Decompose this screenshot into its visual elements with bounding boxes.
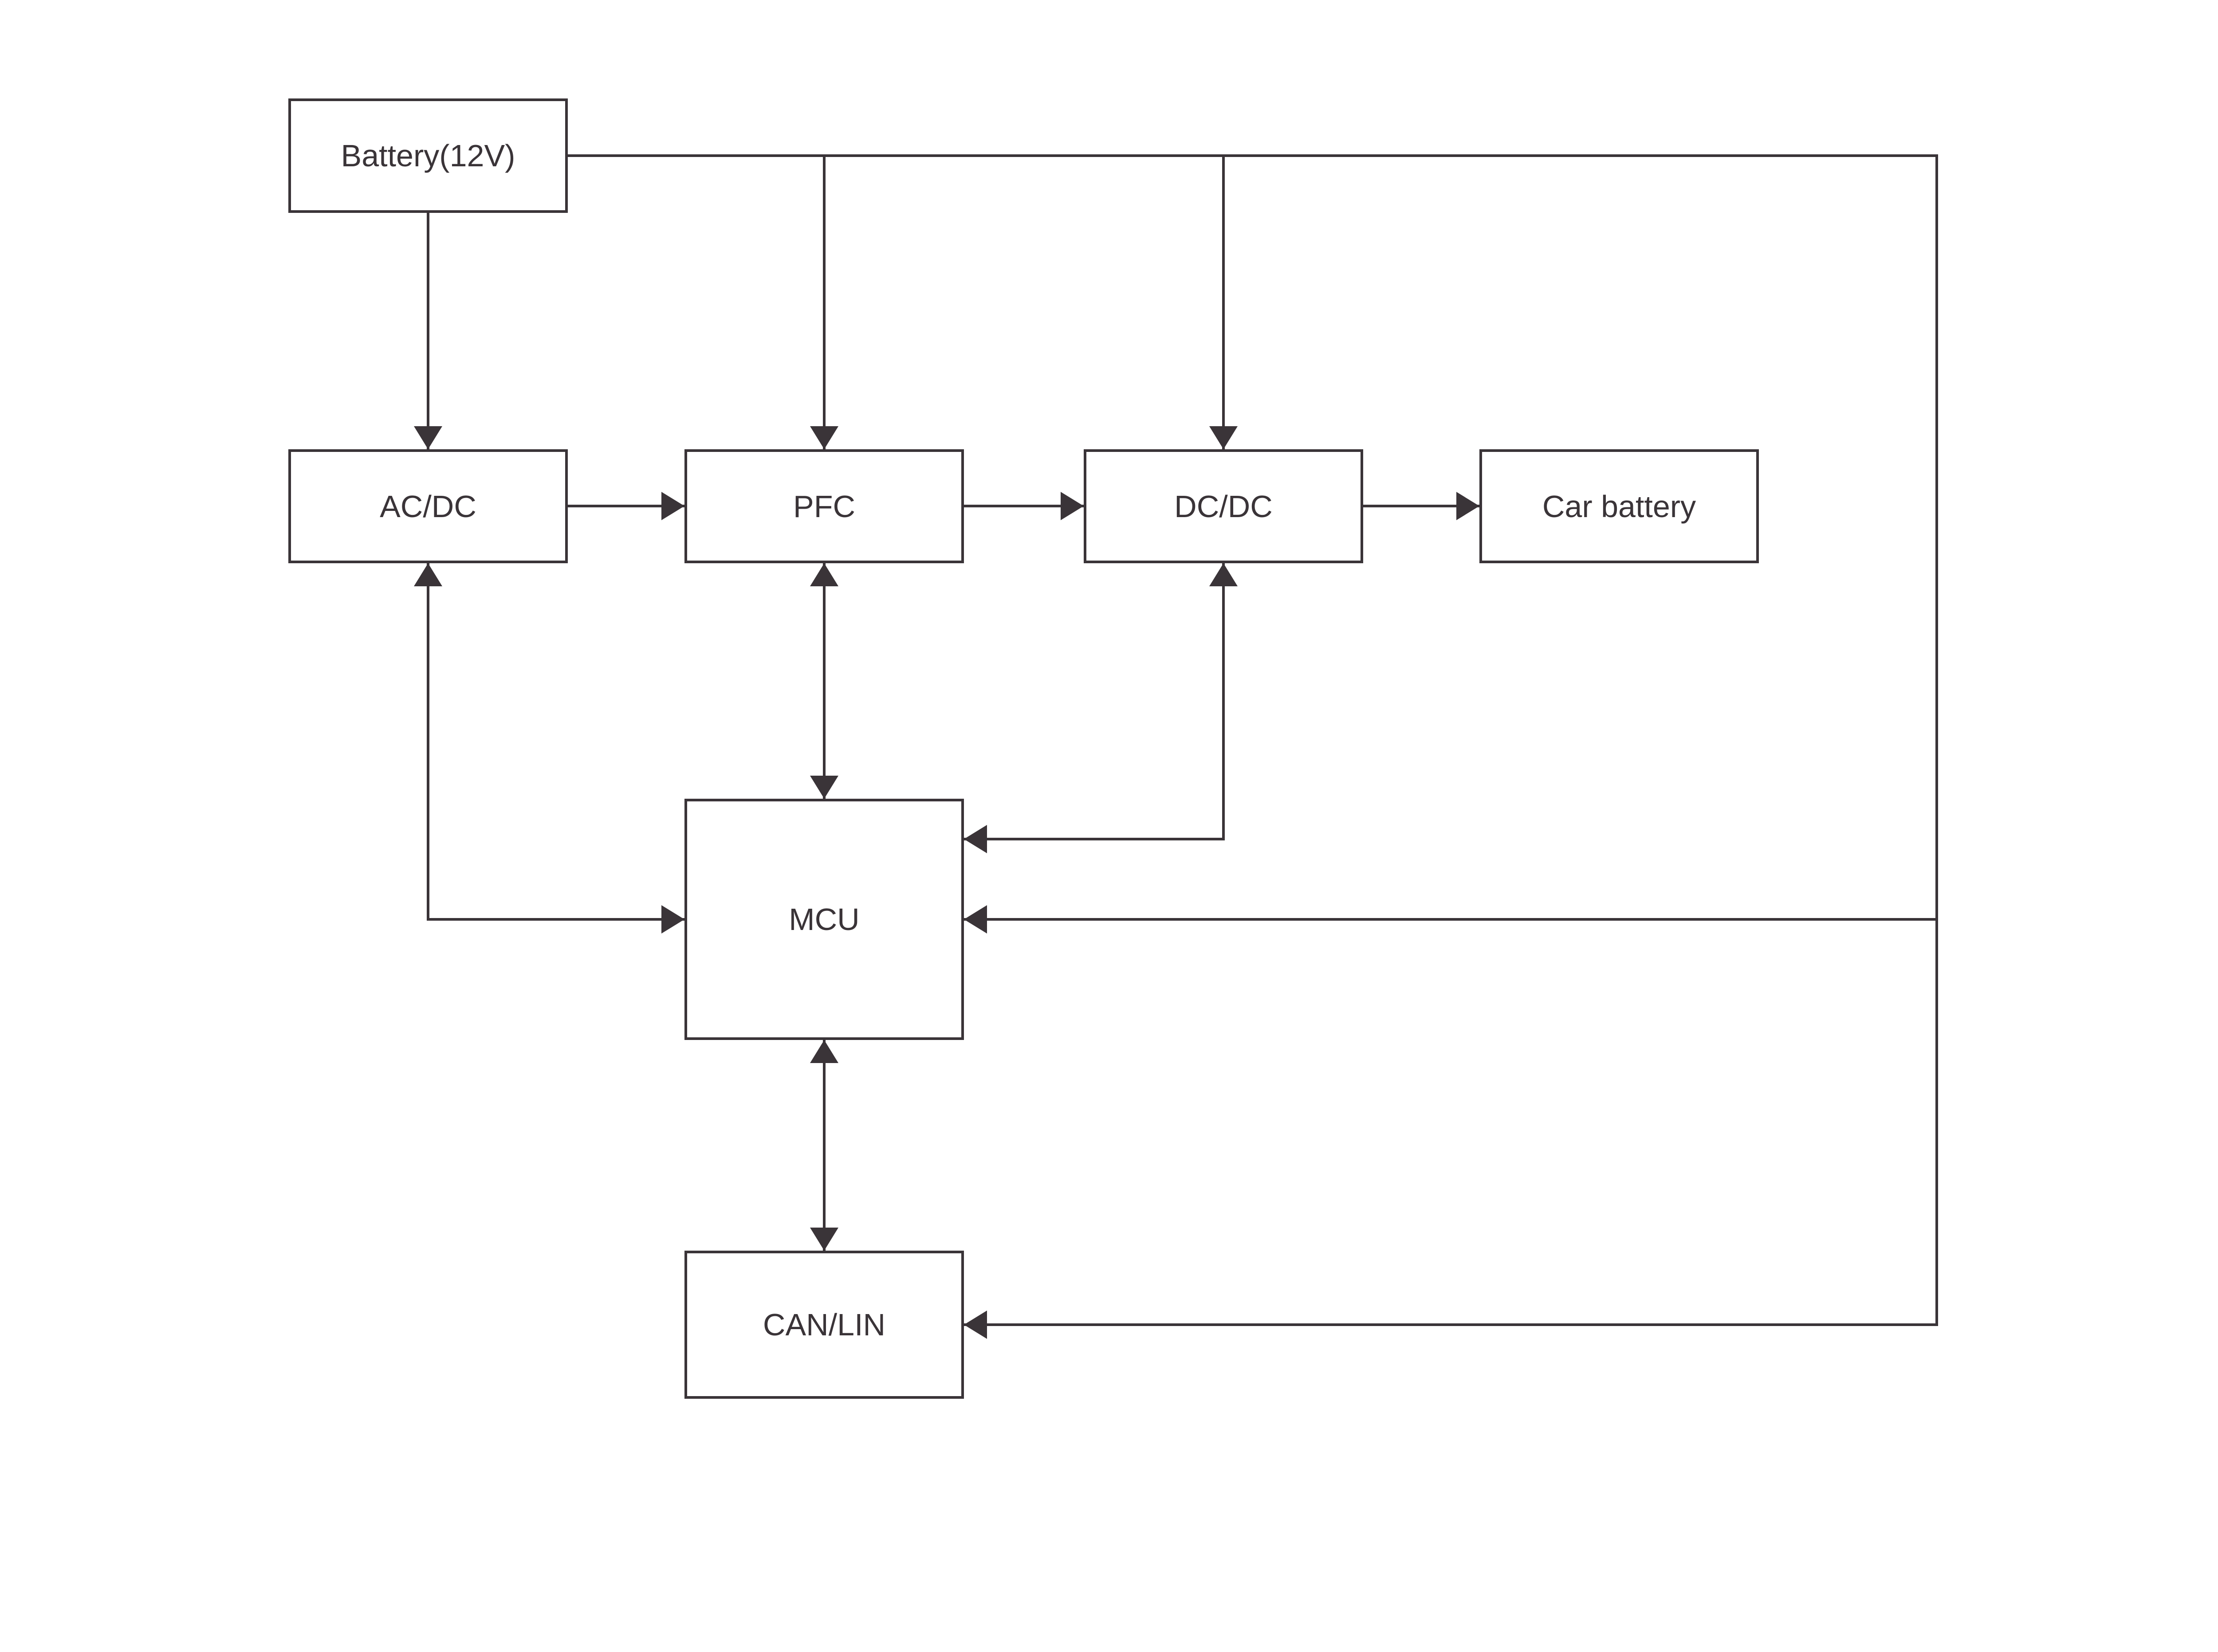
arrowhead-into-mcu-top [810,776,838,799]
connector-battery-to-acdc [427,213,429,449]
arrowhead-into-pfc-top [810,426,838,449]
connector-dcdc-mcu-horizontal [964,838,1225,840]
node-dcdc-label: DC/DC [1174,489,1273,524]
arrowhead-into-canlin-top [810,1228,838,1251]
arrowhead-into-car-battery-left [1456,492,1479,520]
node-car-battery-label: Car battery [1542,489,1696,524]
connector-pfc-to-dcdc [964,505,1084,507]
arrowhead-into-dcdc-left [1061,492,1084,520]
connector-acdc-to-pfc [568,505,684,507]
arrowhead-into-pfc-bottom [810,563,838,586]
arrowhead-into-mcu-bottom [810,1040,838,1063]
node-acdc-label: AC/DC [380,489,476,524]
node-battery: Battery(12V) [288,98,568,213]
node-pfc: PFC [684,449,964,563]
node-mcu: MCU [684,799,964,1040]
connector-dcdc-to-car-battery [1363,505,1479,507]
connector-battery-to-pfc-drop [823,154,826,449]
node-car-battery: Car battery [1479,449,1759,563]
arrowhead-into-acdc-top [414,426,442,449]
connector-mcu-canlin [823,1040,826,1251]
connector-feedback-to-mcu [964,918,1935,921]
node-dcdc: DC/DC [1084,449,1363,563]
node-battery-label: Battery(12V) [341,138,515,173]
connector-dcdc-mcu-vertical [1222,563,1225,840]
connector-battery-feedback-top [568,154,1938,157]
arrowhead-into-canlin-right [964,1311,987,1339]
arrowhead-into-dcdc-bottom [1209,563,1238,586]
connector-battery-to-dcdc-drop [1222,154,1225,449]
node-mcu-label: MCU [789,902,860,937]
arrowhead-into-pfc-left [661,492,684,520]
arrowhead-into-mcu-right-lower [964,905,987,934]
node-canlin-label: CAN/LIN [763,1307,886,1342]
arrowhead-into-mcu-right-upper [964,825,987,853]
connector-feedback-right-vertical [1935,154,1938,1326]
connector-feedback-to-canlin [964,1323,1935,1326]
arrowhead-into-acdc-bottom [414,563,442,586]
node-pfc-label: PFC [793,489,855,524]
node-acdc: AC/DC [288,449,568,563]
arrowhead-into-dcdc-top [1209,426,1238,449]
connector-acdc-mcu-vertical [427,563,429,921]
arrowhead-into-mcu-left [661,905,684,934]
connector-pfc-mcu [823,563,826,799]
connector-acdc-mcu-horizontal [427,918,684,921]
node-canlin: CAN/LIN [684,1251,964,1399]
